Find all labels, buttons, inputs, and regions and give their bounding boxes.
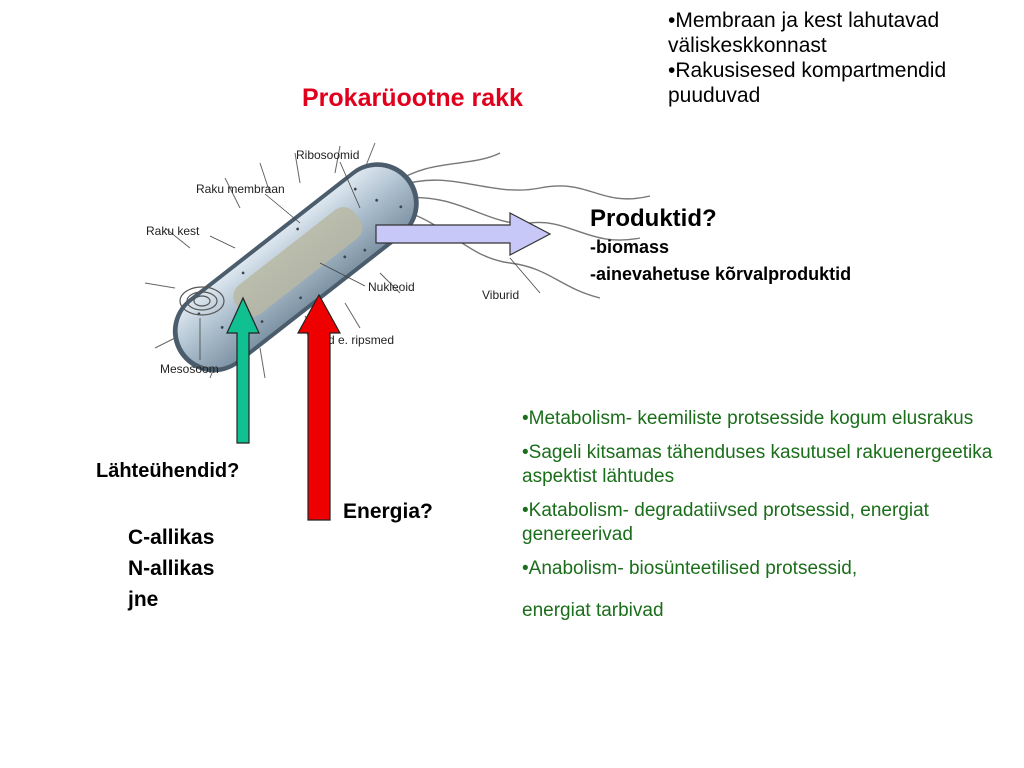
label-nucleoid: Nukleoid [368, 280, 415, 294]
page-title: Prokarüootne rakk [302, 84, 523, 112]
products-heading: Produktid? [590, 205, 717, 232]
sources-arrow [226, 296, 260, 444]
sources-list: C-allikas N-allikas jne [128, 522, 214, 615]
mesosome-spiral [179, 286, 225, 316]
bacterium-illustration [144, 142, 651, 379]
nucleoid-shape [233, 207, 363, 317]
top-notes: •Membraan ja kest lahutavad väliskeskkon… [668, 8, 1018, 108]
source-nitrogen: N-allikas [128, 557, 215, 580]
products-arrow [375, 212, 552, 256]
bacterium-figure: Ribosoomid Raku membraan Raku kest Nukle… [130, 138, 670, 393]
label-ribosomes: Ribosoomid [296, 148, 360, 162]
energy-arrow [296, 293, 342, 521]
products-block: Produktid? -biomass -ainevahetuse kõrval… [590, 204, 851, 288]
label-pili: Pilid e. ripsmed [312, 333, 395, 347]
note-energetics: •Sageli kitsamas tähenduses kasutusel ra… [522, 442, 993, 487]
note-boundary: •Membraan ja kest lahutavad väliskeskkon… [668, 9, 940, 57]
products-item-biomass: -biomass [590, 237, 670, 257]
note-metabolism: •Metabolism- keemiliste protsesside kogu… [522, 408, 974, 429]
note-compartments: •Rakusisesed kompartmendid puuduvad [668, 59, 947, 107]
label-mesosome: Mesosoom [160, 362, 219, 376]
energy-label: Energia? [343, 500, 433, 523]
label-membrane: Raku membraan [196, 182, 285, 196]
label-wall: Raku kest [146, 224, 200, 238]
source-etc: jne [128, 588, 159, 611]
input-arrows [226, 293, 342, 521]
metabolism-notes: •Metabolism- keemiliste protsesside kogu… [522, 407, 1002, 633]
note-anabolism: •Anabolism- biosünteetilised protsessid, [522, 558, 858, 579]
products-item-byproducts: -ainevahetuse kõrvalproduktid [590, 264, 852, 284]
note-anabolism-cont: energiat tarbivad [522, 600, 664, 621]
source-carbon: C-allikas [128, 526, 215, 549]
note-catabolism: •Katabolism- degradatiivsed protsessid, … [522, 500, 929, 545]
sources-heading: Lähteühendid? [96, 460, 240, 482]
label-flagella: Viburid [482, 288, 520, 302]
